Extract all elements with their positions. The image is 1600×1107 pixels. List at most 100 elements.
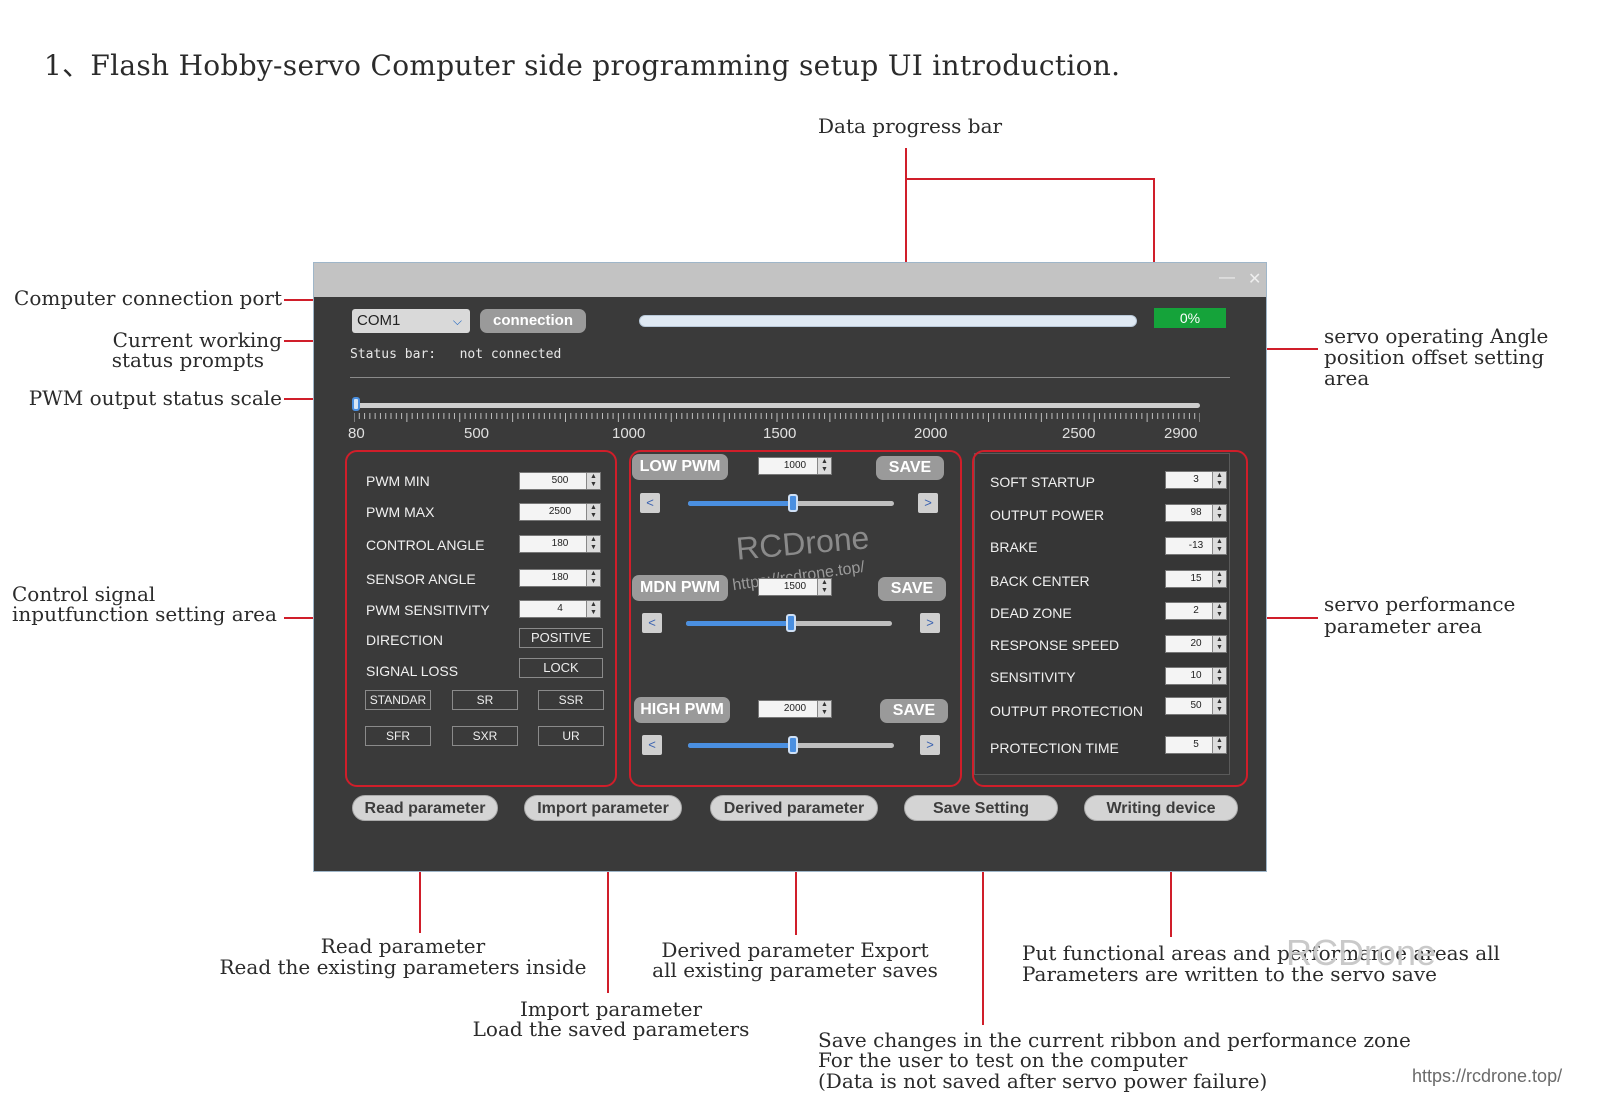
stepper-arrows-icon[interactable]: ▲▼: [586, 601, 600, 617]
sensor-angle-label: SENSOR ANGLE: [366, 571, 476, 587]
minimize-icon[interactable]: —: [1219, 269, 1235, 286]
low-pwm-save-button[interactable]: SAVE: [876, 456, 944, 480]
region-control-signal: [345, 450, 617, 787]
leader-progress-left: [905, 148, 907, 286]
mode-standar-button[interactable]: STANDAR: [365, 690, 431, 710]
mdn-pwm-slider-fill: [686, 621, 790, 626]
perf-stepper-response-speed[interactable]: 20▲▼: [1165, 635, 1227, 653]
mdn-pwm-increase-button[interactable]: >: [920, 613, 940, 633]
pwm-sensitivity-value: 4: [557, 603, 563, 614]
mode-ur-button[interactable]: UR: [538, 726, 604, 746]
signal-loss-label: SIGNAL LOSS: [366, 663, 459, 679]
perf-label-soft-startup: SOFT STARTUP: [990, 474, 1096, 490]
stepper-arrows-icon[interactable]: ▲▼: [1212, 571, 1226, 587]
high-pwm-save-button[interactable]: SAVE: [880, 699, 948, 723]
annotation-control-signal-2: inputfunction setting area: [12, 602, 277, 626]
stepper-arrows-icon[interactable]: ▲▼: [1212, 636, 1226, 652]
annotation-status-2: status prompts: [111, 348, 264, 372]
stepper-arrows-icon[interactable]: ▲▼: [817, 701, 831, 717]
perf-stepper-protection-time[interactable]: 5▲▼: [1165, 736, 1227, 754]
perf-stepper-brake[interactable]: -13 ▲▼: [1165, 537, 1227, 555]
stepper-arrows-icon[interactable]: ▲▼: [1212, 505, 1226, 521]
progress-percent: 0%: [1154, 308, 1226, 328]
derived-parameter-button[interactable]: Derived parameter: [710, 795, 878, 821]
app-window: — ✕ COM1 ⌵ connection 0% Status bar: not…: [313, 262, 1267, 872]
perf-label-back-center: BACK CENTER: [990, 573, 1090, 589]
leader-import: [607, 835, 609, 993]
control-angle-stepper[interactable]: 180▲▼: [519, 535, 601, 553]
mdn-pwm-slider-thumb[interactable]: [786, 614, 796, 632]
annotation-status-1: Current working: [112, 328, 282, 352]
perf-value-sensitivity: 10: [1190, 670, 1202, 681]
perf-value-dead-zone: 2: [1193, 605, 1199, 616]
annotation-import-2: Load the saved parameters: [472, 1017, 750, 1041]
close-icon[interactable]: ✕: [1248, 271, 1262, 288]
stepper-arrows-icon[interactable]: ▲▼: [586, 570, 600, 586]
annotation-connection-port: Computer connection port: [14, 286, 282, 310]
pwm-min-label: PWM MIN: [366, 473, 430, 489]
signal-loss-toggle[interactable]: LOCK: [519, 658, 603, 678]
perf-stepper-soft-startup[interactable]: 3 ▲▼: [1165, 471, 1227, 489]
title-bar: [314, 263, 1266, 297]
high-pwm-increase-button[interactable]: >: [920, 735, 940, 755]
stepper-arrows-icon[interactable]: ▲▼: [1212, 538, 1226, 554]
perf-value-soft-startup: 3: [1193, 474, 1199, 485]
mode-sfr-button[interactable]: SFR: [365, 726, 431, 746]
writing-device-button[interactable]: Writing device: [1084, 795, 1238, 821]
perf-value-output-power: 98: [1190, 507, 1202, 518]
low-pwm-increase-button[interactable]: >: [918, 493, 938, 513]
direction-toggle[interactable]: POSITIVE: [519, 628, 603, 648]
mode-ssr-button[interactable]: SSR: [538, 690, 604, 710]
low-pwm-slider-thumb[interactable]: [788, 494, 798, 512]
perf-stepper-sensitivity[interactable]: 10 ▲▼: [1165, 667, 1227, 685]
connection-button[interactable]: connection: [480, 309, 586, 333]
annotation-angle-offset-2: position offset setting: [1324, 345, 1545, 369]
sensor-angle-stepper[interactable]: 180▲▼: [519, 569, 601, 587]
mode-sr-button[interactable]: SR: [452, 690, 518, 710]
stepper-arrows-icon[interactable]: ▲▼: [1212, 472, 1226, 488]
leader-save: [982, 835, 984, 1025]
stepper-arrows-icon[interactable]: ▲▼: [1212, 737, 1226, 753]
stepper-arrows-icon[interactable]: ▲▼: [1212, 698, 1226, 714]
pwm-scale-thumb[interactable]: [352, 397, 360, 411]
stepper-arrows-icon[interactable]: ▲▼: [1212, 603, 1226, 619]
read-parameter-button[interactable]: Read parameter: [352, 795, 498, 821]
mode-sxr-button[interactable]: SXR: [452, 726, 518, 746]
perf-value-back-center: 15: [1190, 573, 1202, 584]
high-pwm-decrease-button[interactable]: <: [642, 735, 662, 755]
pwm-scale-track[interactable]: [354, 403, 1200, 408]
stepper-arrows-icon[interactable]: ▲▼: [817, 458, 831, 474]
import-parameter-button[interactable]: Import parameter: [524, 795, 682, 821]
perf-stepper-output-power[interactable]: 98 ▲▼: [1165, 504, 1227, 522]
mdn-pwm-decrease-button[interactable]: <: [642, 613, 662, 633]
annotation-read-2: Read the existing parameters inside: [219, 955, 587, 979]
perf-stepper-back-center[interactable]: 15 ▲▼: [1165, 570, 1227, 588]
port-select[interactable]: COM1 ⌵: [352, 309, 470, 333]
pwm-max-stepper[interactable]: 2500▲▼: [519, 503, 601, 521]
stepper-arrows-icon[interactable]: ▲▼: [1212, 668, 1226, 684]
annotation-save-1: Save changes in the current ribbon and p…: [818, 1028, 1411, 1052]
stepper-arrows-icon[interactable]: ▲▼: [586, 504, 600, 520]
low-pwm-decrease-button[interactable]: <: [640, 493, 660, 513]
save-setting-button[interactable]: Save Setting: [904, 795, 1058, 821]
leader-write: [1170, 835, 1172, 937]
stepper-arrows-icon[interactable]: ▲▼: [817, 579, 831, 595]
scale-label: 1500: [763, 425, 797, 442]
region-pwm-offset: [629, 450, 962, 787]
perf-stepper-output-protection[interactable]: 50 ▲▼: [1165, 697, 1227, 715]
mdn-pwm-save-button[interactable]: SAVE: [878, 577, 946, 601]
high-pwm-stepper[interactable]: 2000▲▼: [758, 700, 832, 718]
annotation-performance-1: servo performance: [1324, 592, 1516, 616]
annotation-derived-2: all existing parameter saves: [652, 958, 938, 982]
stepper-arrows-icon[interactable]: ▲▼: [586, 473, 600, 489]
stepper-arrows-icon[interactable]: ▲▼: [586, 536, 600, 552]
perf-value-brake: -13: [1188, 540, 1204, 551]
pwm-sensitivity-stepper[interactable]: 4 ▲▼: [519, 600, 601, 618]
perf-value-output-protection: 50: [1190, 700, 1202, 711]
pwm-min-stepper[interactable]: 500▲▼: [519, 472, 601, 490]
perf-stepper-dead-zone[interactable]: 2 ▲▼: [1165, 602, 1227, 620]
high-pwm-slider-thumb[interactable]: [788, 736, 798, 754]
low-pwm-stepper[interactable]: 1000▲▼: [758, 457, 832, 475]
footer-watermark: RCDrone: [1286, 932, 1437, 973]
mdn-pwm-stepper[interactable]: 1500▲▼: [758, 578, 832, 596]
